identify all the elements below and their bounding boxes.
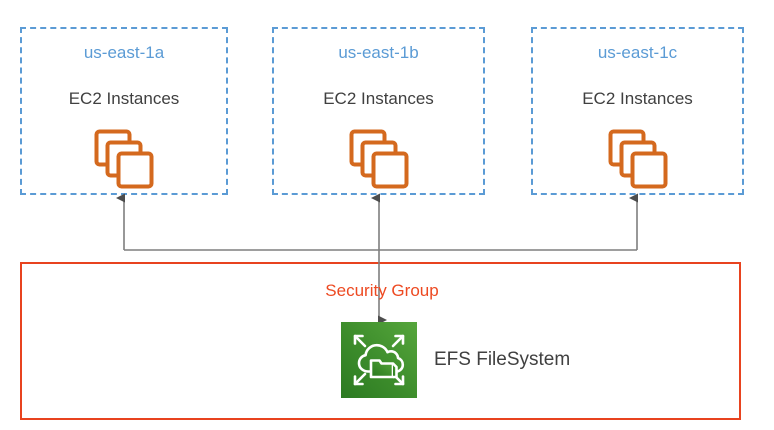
availability-zone-us-east-1a[interactable]: us-east-1a EC2 Instances — [20, 27, 228, 195]
ec2-instances-label-1a: EC2 Instances — [68, 89, 180, 108]
ec2-instances-icon — [349, 129, 409, 191]
efs-filesystem-icon[interactable] — [341, 322, 417, 398]
az-label-us-east-1b: us-east-1b — [338, 43, 419, 62]
availability-zone-us-east-1b[interactable]: us-east-1b EC2 Instances — [272, 27, 485, 195]
ec2-instances-label-1b: EC2 Instances — [323, 89, 434, 108]
ec2-instances-label-1c: EC2 Instances — [582, 89, 693, 108]
security-group-label: Security Group — [325, 281, 439, 300]
az-label-us-east-1a: us-east-1a — [83, 43, 165, 62]
security-group-boundary[interactable] — [20, 262, 741, 420]
ec2-instances-icon — [608, 129, 668, 191]
efs-filesystem-label: EFS FileSystem — [434, 349, 571, 370]
az-label-us-east-1c: us-east-1c — [597, 43, 678, 62]
availability-zone-us-east-1c[interactable]: us-east-1c EC2 Instances — [531, 27, 744, 195]
ec2-instances-icon — [94, 129, 154, 191]
